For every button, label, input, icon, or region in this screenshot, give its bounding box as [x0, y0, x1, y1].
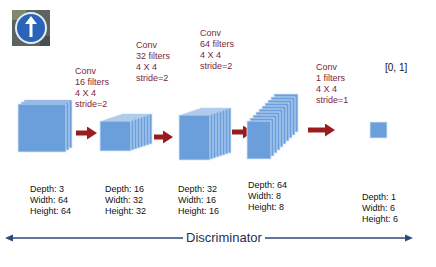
feature-map-stack: [179, 108, 231, 160]
feature-map-stack: [247, 94, 298, 159]
feature-map-slice: [100, 121, 131, 151]
layer-arrow: [76, 131, 87, 136]
layer-parameter: stride=1: [316, 95, 348, 106]
layer-parameter: 64 filters: [200, 39, 234, 50]
tensor-dimensions: Depth: 1 Width: 6 Height: 6: [362, 192, 412, 225]
feature-map: Depth: 1 Width: 6 Height: 6: [370, 122, 387, 138]
layer-parameter: 4 X 4: [75, 88, 96, 99]
feature-map: Depth: 3 Width: 64 Height: 64: [18, 100, 72, 152]
layer-parameter: 16 filters: [75, 77, 109, 88]
feature-map: Depth: 64 Width: 8 Height: 8: [247, 94, 298, 159]
tensor-dimensions: Depth: 64 Width: 8 Height: 8: [248, 180, 298, 213]
output-range: [0, 1]: [385, 62, 407, 74]
feature-map-slice: [179, 115, 210, 160]
layer-parameter: Conv: [316, 62, 337, 73]
feature-map-slice: [18, 104, 66, 152]
layer-parameter: Conv: [200, 28, 221, 39]
feature-map: Depth: 32 Width: 16 Height: 16: [179, 108, 231, 160]
layer-parameter: stride=2: [136, 73, 168, 84]
feature-map-stack: [18, 100, 72, 152]
feature-map-stack: [370, 122, 387, 138]
tensor-dimensions: Depth: 32 Width: 16 Height: 16: [178, 184, 228, 217]
layer-arrow: [154, 135, 163, 140]
tensor-dimensions: Depth: 16 Width: 32 Height: 32: [105, 184, 155, 217]
layer-parameter: 4 X 4: [316, 84, 337, 95]
road-sign-image: [12, 10, 50, 46]
tensor-dimensions: Depth: 3 Width: 64 Height: 64: [30, 184, 80, 217]
layer-parameter: 4 X 4: [200, 50, 221, 61]
feature-map-slice: [370, 122, 387, 138]
layer-parameter: 1 filters: [316, 73, 345, 84]
layer-parameter: Conv: [136, 40, 157, 51]
layer-parameter: Conv: [75, 66, 96, 77]
feature-map-slice: [247, 121, 271, 159]
layer-arrow: [232, 130, 243, 135]
layer-parameter: 4 X 4: [136, 62, 157, 73]
layer-arrow: [308, 128, 325, 133]
network-title: Discriminator: [183, 231, 265, 245]
feature-map-stack: [100, 114, 152, 151]
layer-parameter: stride=2: [200, 61, 232, 72]
layer-parameter: stride=2: [75, 99, 107, 110]
feature-map: Depth: 16 Width: 32 Height: 32: [100, 114, 152, 151]
layer-parameter: 32 filters: [136, 51, 170, 62]
